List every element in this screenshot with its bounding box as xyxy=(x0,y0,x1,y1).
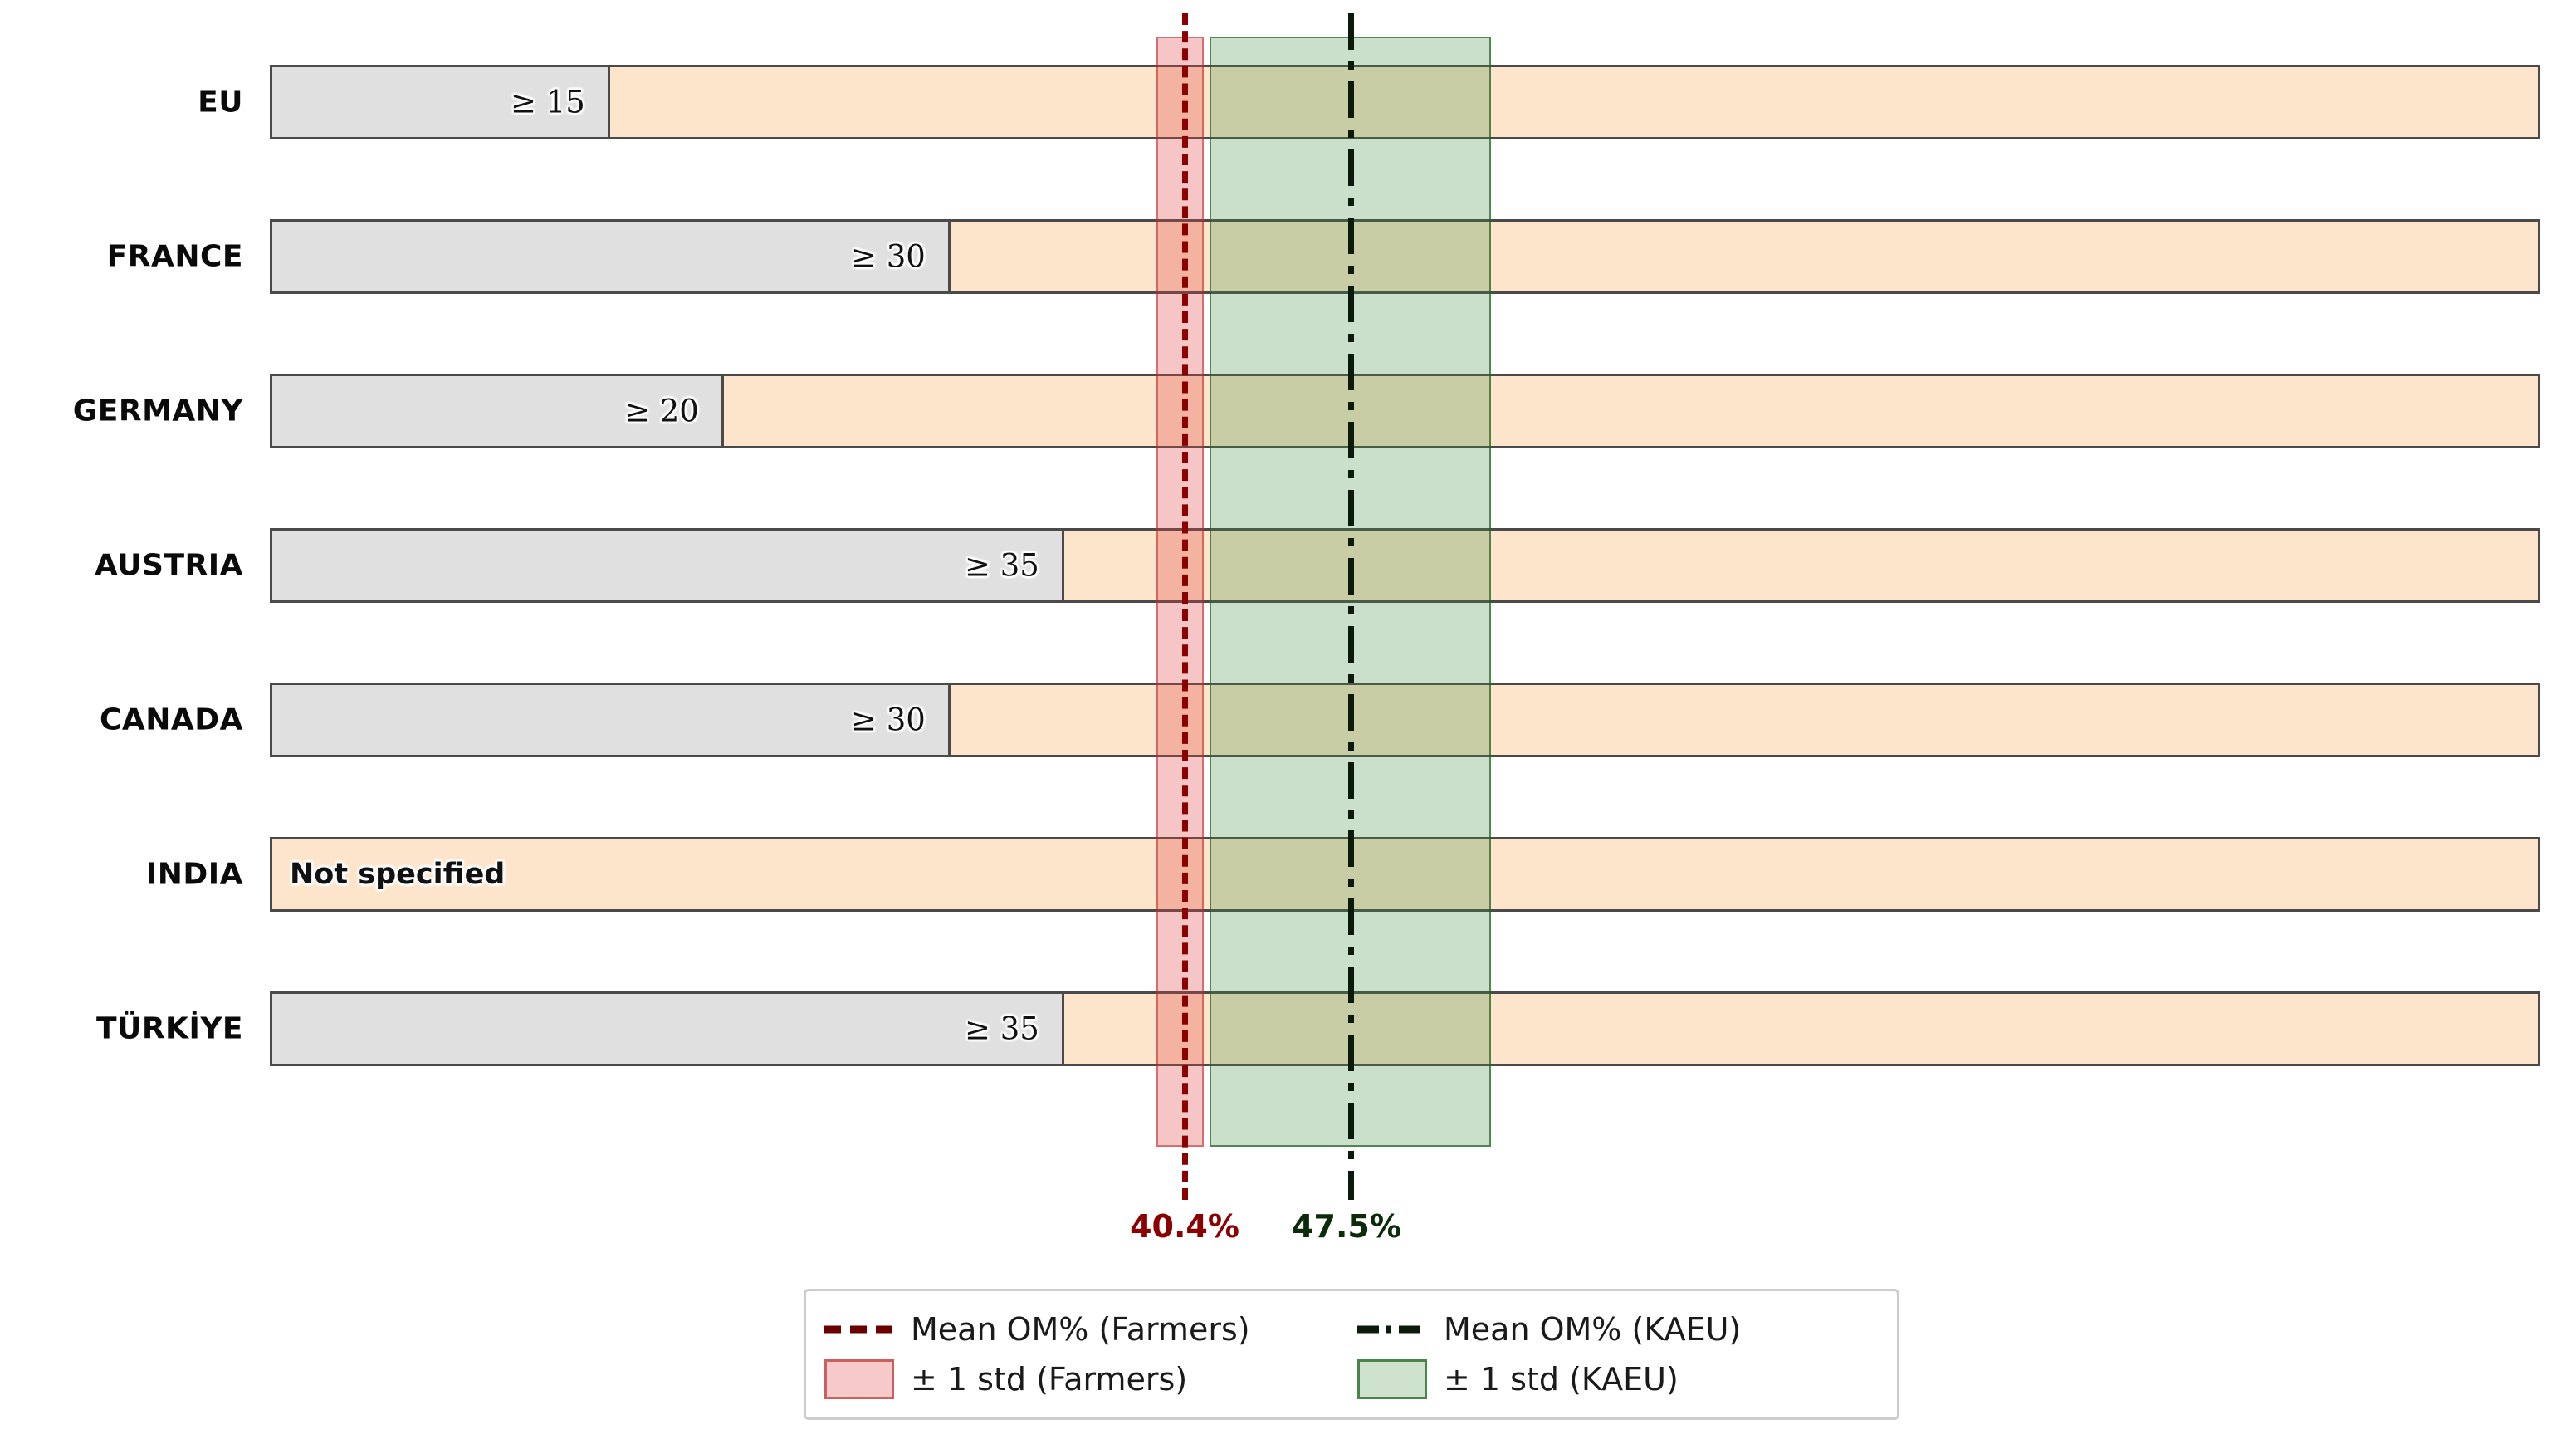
bar-threshold-austria xyxy=(270,528,1064,603)
bar-threshold-turkiye xyxy=(270,991,1064,1066)
bar-row: ≥ 30 xyxy=(270,683,2540,757)
bar-value-label-turkiye: ≥ 35 xyxy=(965,1011,1039,1047)
plot-area: ≥ 15 ≥ 30 ≥ 20 ≥ 35 ≥ 30 Not specified xyxy=(270,65,2540,1146)
legend-item-std-farmers: ± 1 std (Farmers) xyxy=(824,1359,1346,1399)
bar-row: ≥ 35 xyxy=(270,528,2540,603)
bar-value-label-eu: ≥ 15 xyxy=(511,84,585,120)
legend-label-mean-farmers: Mean OM% (Farmers) xyxy=(911,1311,1250,1348)
bar-value-label-canada: ≥ 30 xyxy=(851,702,926,738)
y-tick-label-france: FRANCE xyxy=(106,239,243,274)
y-tick-label-germany: GERMANY xyxy=(72,394,243,428)
chart-legend: Mean OM% (Farmers) Mean OM% (KAEU) ± 1 s… xyxy=(804,1289,1899,1420)
bar-value-label-india: Not specified xyxy=(290,858,506,891)
bar-row: ≥ 35 xyxy=(270,991,2540,1066)
y-tick-label-eu: EU xyxy=(198,85,243,120)
std-band-kaeu-swatch-icon xyxy=(1357,1359,1427,1399)
y-tick-label-turkiye: TÜRKİYE xyxy=(96,1011,243,1046)
bar-row: ≥ 15 xyxy=(270,65,2540,139)
bar-total-eu xyxy=(270,65,2540,139)
bar-value-label-germany: ≥ 20 xyxy=(624,393,699,429)
bar-threshold-canada xyxy=(270,683,951,757)
std-band-farmers xyxy=(1156,37,1204,1147)
legend-label-std-kaeu: ± 1 std (KAEU) xyxy=(1444,1361,1679,1397)
dashed-line-icon xyxy=(824,1309,894,1349)
y-axis-labels: EU FRANCE GERMANY AUSTRIA CANADA INDIA T… xyxy=(0,0,245,1439)
mean-line-kaeu xyxy=(1342,13,1354,1200)
legend-item-mean-kaeu: Mean OM% (KAEU) xyxy=(1357,1309,1879,1349)
bar-value-label-france: ≥ 30 xyxy=(851,238,926,275)
mean-line-farmers xyxy=(1182,13,1188,1200)
y-tick-label-canada: CANADA xyxy=(99,702,243,737)
bar-row: ≥ 30 xyxy=(270,219,2540,294)
y-tick-label-austria: AUSTRIA xyxy=(95,548,243,583)
bar-threshold-france xyxy=(270,219,951,294)
bar-threshold-eu xyxy=(270,65,610,139)
legend-label-mean-kaeu: Mean OM% (KAEU) xyxy=(1444,1311,1742,1348)
bar-threshold-germany xyxy=(270,374,724,448)
legend-item-std-kaeu: ± 1 std (KAEU) xyxy=(1357,1359,1879,1399)
bar-row: ≥ 20 xyxy=(270,374,2540,448)
bar-value-label-austria: ≥ 35 xyxy=(965,547,1039,584)
bar-total-india xyxy=(270,837,2540,912)
y-tick-label-india: INDIA xyxy=(145,857,243,892)
bar-row: Not specified xyxy=(270,837,2540,912)
legend-label-std-farmers: ± 1 std (Farmers) xyxy=(911,1361,1188,1397)
x-tick-label-farmers: 40.4% xyxy=(1130,1208,1239,1245)
std-band-farmers-swatch-icon xyxy=(824,1359,894,1399)
legend-item-mean-farmers: Mean OM% (Farmers) xyxy=(824,1309,1346,1349)
x-tick-label-kaeu: 47.5% xyxy=(1292,1208,1401,1245)
dashdot-line-icon xyxy=(1357,1309,1427,1349)
